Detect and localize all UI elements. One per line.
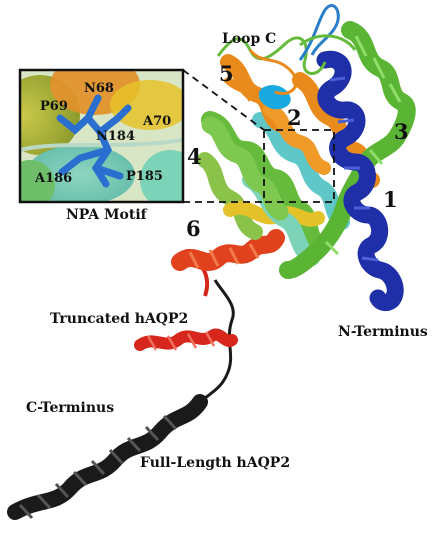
helix-6-label: 6 [186,216,201,241]
helix-3-ribbon [279,21,416,279]
inset-residue-labels: N68 A70 P69 N184 A186 P185 [34,81,171,186]
helix-number-labels: 1 2 3 4 5 6 [186,61,409,241]
residue-a186-label: A186 [34,171,72,186]
full-length-hAQP2-label: Full-Length hAQP2 [140,455,290,471]
helix-2-label: 2 [287,105,302,130]
full-length-c-terminal-helix [7,279,235,520]
residue-n68-label: N68 [84,81,114,96]
helix-6-ribbon [171,229,285,271]
loop-c-ribbon [216,4,357,95]
npa-stick-residues [56,94,132,188]
helix-5-label: 5 [219,61,234,86]
npa-motif-inset [18,68,185,204]
c-terminus-label: C-Terminus [26,400,114,416]
helix-1-ribbon [316,50,404,312]
npa-motif-title: NPA Motif [66,207,148,223]
helix-4-label: 4 [187,144,202,169]
n-terminus-label: N-Terminus [338,324,428,340]
loop-c-label: Loop C [222,31,276,47]
truncated-hAQP2-label: Truncated hAQP2 [50,311,188,327]
residue-p185-label: P185 [126,169,163,184]
helix-1-label: 1 [383,187,398,212]
helix-3-label: 3 [394,119,409,144]
residue-a70-label: A70 [142,114,171,129]
residue-n184-label: N184 [96,129,135,144]
helix-5-ribbon [222,75,256,102]
helix-4-ribbon [201,116,289,221]
zoom-indicator [182,69,335,203]
residue-p69-label: P69 [40,99,68,114]
